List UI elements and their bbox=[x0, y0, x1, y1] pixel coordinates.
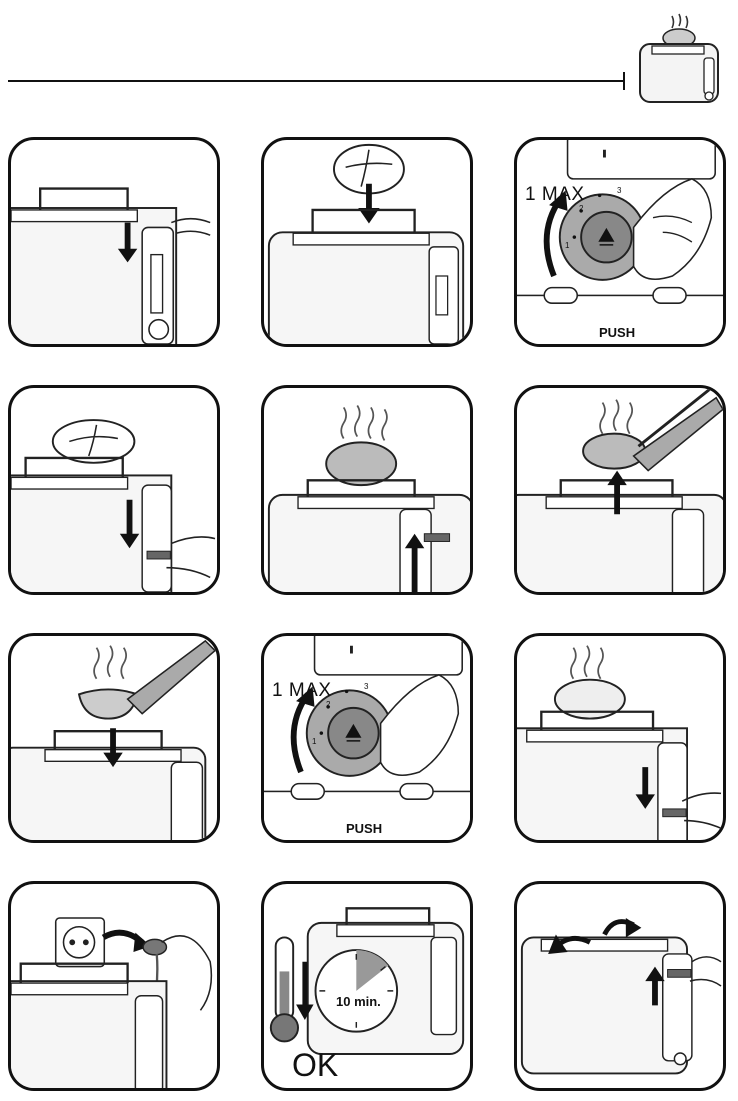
step-1-panel bbox=[8, 137, 220, 347]
remove-with-tongs-illustration bbox=[517, 388, 723, 592]
cool-down-timer-illustration bbox=[269, 907, 465, 1055]
insert-bun-illustration bbox=[267, 143, 465, 344]
toaster-bun-icon bbox=[639, 13, 719, 103]
push-label-2: PUSH bbox=[346, 821, 383, 836]
toasting-bun-lever-up-illustration bbox=[267, 405, 470, 592]
toaster-lever-down-illustration bbox=[11, 187, 211, 344]
bun-on-rack-tongs-illustration bbox=[11, 639, 217, 840]
step-7-panel bbox=[8, 633, 220, 843]
dial-number-2: 2 bbox=[579, 204, 584, 213]
step-10-panel bbox=[8, 881, 220, 1091]
max-label-2: 1 MAX bbox=[272, 680, 332, 701]
header-divider-end bbox=[623, 72, 625, 90]
step-9-panel bbox=[514, 633, 726, 843]
dial-number-2-b: 2 bbox=[326, 700, 331, 709]
dial-number-1: 1 bbox=[565, 241, 570, 250]
header-divider bbox=[8, 80, 624, 82]
bun-lever-down-illustration bbox=[517, 645, 722, 840]
browning-dial-illustration-2 bbox=[264, 636, 470, 840]
dial-number-3-b: 3 bbox=[364, 682, 369, 691]
step-3-panel: 1 MAX 1 2 3 PUSH bbox=[514, 137, 726, 347]
step-4-panel bbox=[8, 385, 220, 595]
dial-number-3: 3 bbox=[617, 186, 622, 195]
step-11-panel: 10 min. OK bbox=[261, 881, 473, 1091]
step-5-panel bbox=[261, 385, 473, 595]
push-label: PUSH bbox=[599, 325, 636, 340]
lift-high-illustration bbox=[520, 918, 722, 1075]
step-6-panel bbox=[514, 385, 726, 595]
bun-on-rack-lever-down-illustration bbox=[11, 419, 216, 592]
timer-label: 10 min. bbox=[336, 994, 381, 1009]
step-12-panel bbox=[514, 881, 726, 1091]
max-label: 1 MAX bbox=[525, 184, 585, 205]
unplug-illustration bbox=[11, 917, 213, 1088]
dial-number-1-b: 1 bbox=[312, 737, 317, 746]
step-8-panel: 1 MAX 1 2 3 PUSH bbox=[261, 633, 473, 843]
browning-dial-illustration bbox=[517, 140, 723, 344]
step-2-panel bbox=[261, 137, 473, 347]
ok-label: OK bbox=[292, 1047, 339, 1083]
